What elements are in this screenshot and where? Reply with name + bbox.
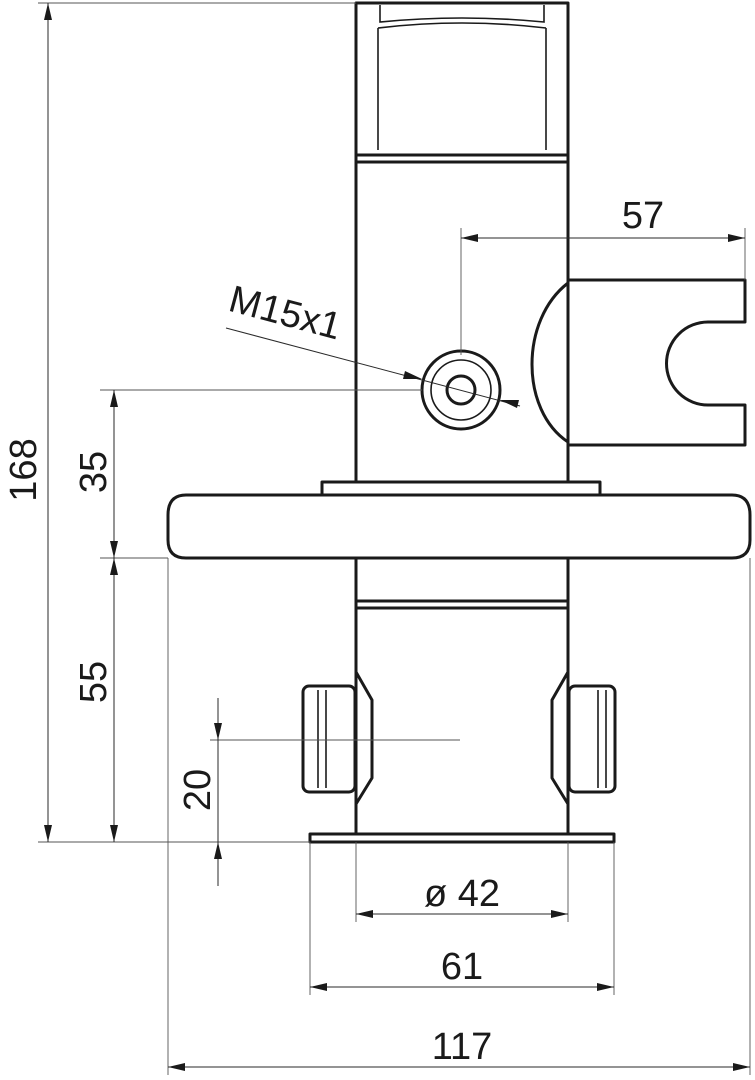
dim-height-upper: 35 (73, 390, 118, 558)
dim-flange-width: 61 (310, 946, 614, 991)
dim-label-height-total: 168 (3, 438, 45, 501)
dim-inlet-offset: 20 (177, 698, 222, 886)
dim-label-flange-width: 61 (441, 946, 483, 988)
bottom-plate (308, 832, 616, 844)
handle-cap (354, 1, 570, 157)
flange-lip (320, 480, 602, 497)
rosette (166, 493, 752, 560)
dim-label-height-upper: 35 (73, 451, 115, 493)
dim-label-outlet-distance: 57 (622, 195, 664, 237)
dim-pipe-diameter: ø 42 (356, 873, 568, 918)
left-inlet-nut (301, 671, 374, 805)
dim-label-inlet-offset: 20 (177, 769, 219, 811)
lower-body (354, 558, 570, 834)
valve-body (166, 1, 752, 844)
dim-label-height-lower: 55 (73, 661, 115, 703)
shower-holder (530, 278, 747, 447)
dim-plate-width: 117 (168, 1026, 750, 1071)
handle-cap-inner (377, 5, 547, 150)
dim-label-pipe-diameter: ø 42 (424, 873, 500, 915)
extension-lines (38, 2, 751, 1075)
dim-label-thread: M15x1 (225, 278, 346, 348)
dim-height-total: 168 (3, 3, 52, 842)
right-inlet-nut (550, 671, 617, 805)
upper-body (354, 155, 570, 482)
dim-outlet-distance: 57 (461, 195, 745, 242)
dim-label-plate-width: 117 (432, 1026, 493, 1068)
dim-height-lower: 55 (73, 558, 118, 842)
